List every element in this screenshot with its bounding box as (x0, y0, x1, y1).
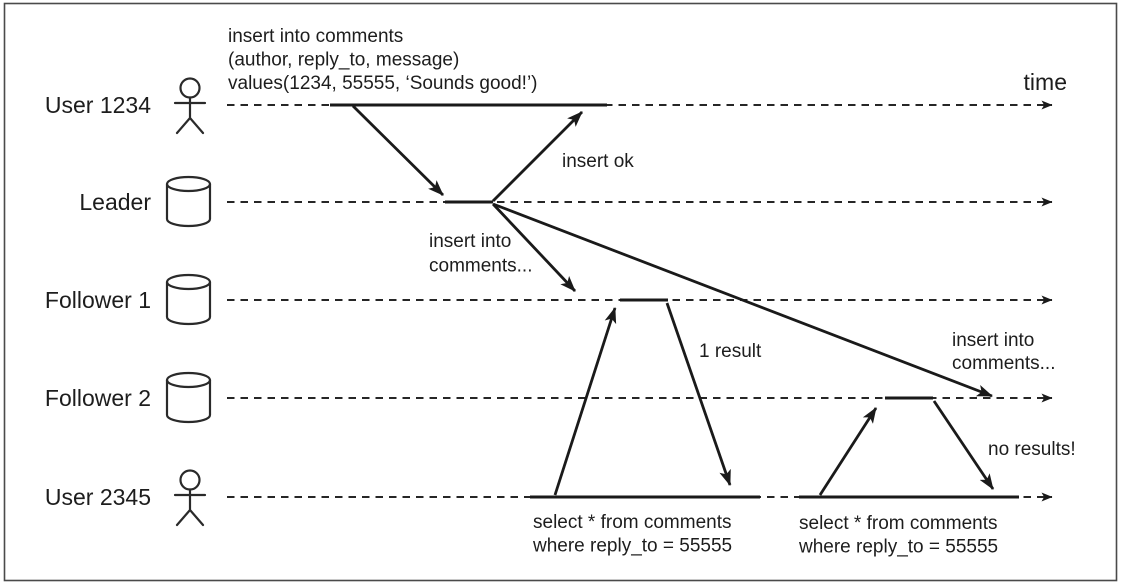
query-1-result-label: 1 result (699, 341, 762, 362)
actor-label-leader: Leader (79, 189, 151, 215)
arrow-insert-ok (492, 111, 583, 202)
replicate-follower-1-line-2: comments... (429, 256, 532, 277)
figure-frame (3, 2, 1118, 582)
person-icon (173, 469, 207, 527)
select-query-2-line-2: where reply_to = 55555 (798, 537, 998, 558)
arrow-replicate-to-follower-2 (492, 202, 993, 398)
database-icon (165, 175, 212, 228)
arrow-query-2-request (818, 407, 878, 496)
person-icon (173, 77, 207, 135)
time-axis-label: time (1024, 69, 1067, 95)
activity-segments (330, 103, 1019, 499)
arrow-query-1-response (665, 302, 732, 486)
select-query-1-line-2: where reply_to = 55555 (532, 536, 732, 557)
database-icon (165, 371, 212, 424)
insert-ok-label: insert ok (562, 151, 634, 172)
annotations: time insert into comments (author, reply… (228, 26, 1076, 558)
insert-statement-line-3: values(1234, 55555, ‘Sounds good!’) (228, 73, 538, 94)
actor-label-user-2345: User 2345 (45, 484, 151, 510)
select-query-2-line-1: select * from comments (799, 513, 998, 534)
replicate-follower-2-line-2: comments... (952, 353, 1055, 374)
replicate-follower-1-line-1: insert into (429, 231, 511, 252)
arrow-query-1-request (553, 307, 617, 496)
actor-label-follower-1: Follower 1 (45, 287, 151, 313)
replicate-follower-2-line-1: insert into (952, 330, 1034, 351)
actor-label-follower-2: Follower 2 (45, 385, 151, 411)
actor-label-user-1234: User 1234 (45, 92, 151, 118)
arrow-replicate-to-follower-1 (491, 203, 577, 292)
insert-statement-line-2: (author, reply_to, message) (228, 50, 459, 71)
insert-statement-line-1: insert into comments (228, 26, 403, 47)
message-arrows (352, 105, 995, 496)
actor-labels: User 1234 Leader Follower 1 Follower 2 U… (45, 92, 151, 510)
query-2-result-label: no results! (988, 439, 1076, 460)
arrow-insert-to-leader (352, 105, 444, 196)
database-icon (165, 273, 212, 326)
arrow-query-2-response (932, 400, 995, 490)
select-query-1-line-1: select * from comments (533, 512, 732, 533)
actor-icons (165, 77, 212, 527)
